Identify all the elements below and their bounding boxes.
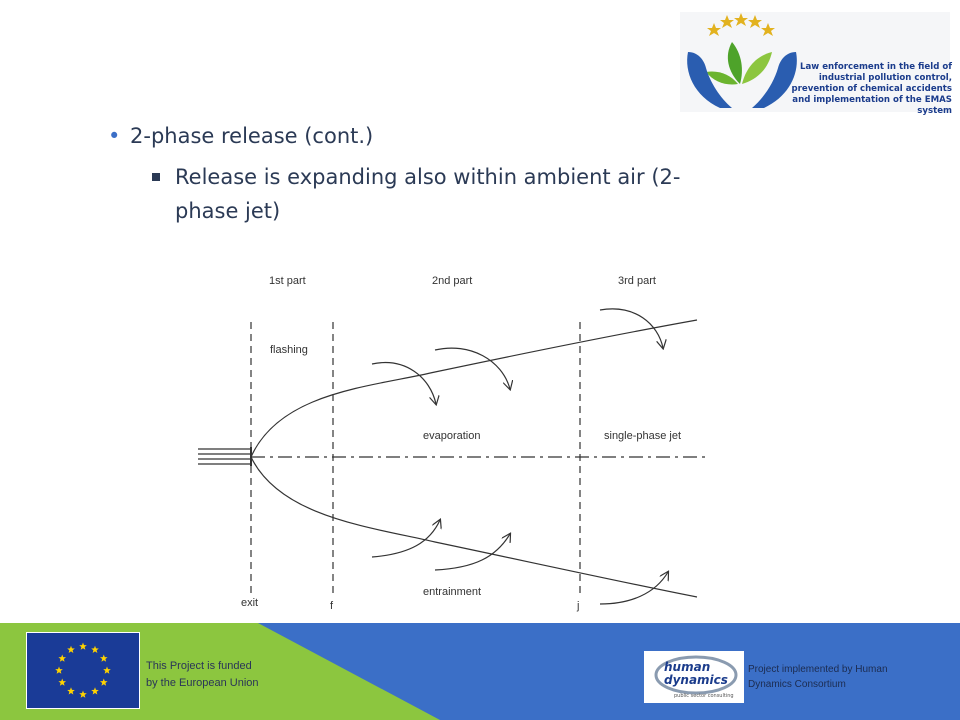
entrainment-arrow-2: [434, 534, 510, 571]
eu-star-icon: [58, 654, 67, 662]
logo-caption-line: industrial pollution control,: [818, 73, 952, 83]
eu-star-icon: [99, 678, 108, 686]
bullet-text: Release is expanding also within ambient…: [175, 165, 681, 189]
evaporation-arrow-2: [434, 347, 510, 389]
two-phase-jet-diagram: 1st part 2nd part 3rd part flashing evap…: [198, 275, 710, 612]
implementation-notice: Project implemented by Human Dynamics Co…: [748, 662, 948, 692]
eu-star-icon: [99, 654, 108, 662]
footer-band: [0, 623, 960, 720]
hands-icon: [687, 52, 797, 108]
bullet-text: 2-phase release (cont.): [130, 124, 374, 148]
bullet-item-level2: Release is expanding also within ambient…: [108, 160, 828, 228]
label-entrainment: entrainment: [423, 586, 481, 598]
label-2nd-part: 2nd part: [432, 275, 472, 287]
eu-flag-icon: [26, 632, 140, 709]
jet-upper-boundary: [250, 319, 698, 458]
funding-notice: This Project is funded by the European U…: [146, 658, 259, 692]
bullet-item-level1: • 2-phase release (cont.): [108, 120, 828, 152]
bullet-dot-icon: •: [108, 124, 121, 148]
bullet-square-icon: [152, 173, 160, 181]
entrainment-arrow-3: [599, 572, 668, 605]
logo-caption-line: and implementation of the EMAS system: [792, 95, 952, 116]
logo-caption-line: prevention of chemical accidents: [791, 84, 953, 94]
bullet-list: • 2-phase release (cont.) Release is exp…: [108, 120, 828, 228]
leaves-icon: [706, 42, 772, 85]
logo-caption-line: Law enforcement in the field of: [800, 62, 952, 72]
label-f: f: [330, 600, 334, 612]
project-logo: [680, 12, 950, 112]
implementation-line: Project implemented by Human: [748, 664, 888, 675]
implementation-line: Dynamics Consortium: [748, 679, 846, 690]
evaporation-arrow-3: [599, 308, 663, 348]
label-3rd-part: 3rd part: [618, 275, 656, 287]
hd-logo-word1: human: [664, 660, 710, 674]
stars-icon: [707, 13, 775, 36]
funding-line: This Project is funded: [146, 660, 252, 672]
funding-line: by the European Union: [146, 677, 259, 689]
hd-logo-word2: dynamics: [664, 673, 728, 687]
label-1st-part: 1st part: [269, 275, 306, 287]
label-exit: exit: [241, 597, 258, 609]
eu-star-icon: [55, 666, 63, 674]
human-dynamics-logo: human dynamics public sector consulting: [644, 651, 744, 703]
bullet-text-continued: phase jet): [175, 199, 281, 223]
nozzle-icon: [198, 447, 252, 466]
evaporation-arrow-1: [371, 362, 436, 404]
label-single-phase-jet: single-phase jet: [604, 430, 681, 442]
eu-star-icon: [79, 642, 87, 650]
label-evaporation: evaporation: [423, 430, 481, 442]
eu-star-icon: [58, 678, 67, 686]
eu-star-icon: [103, 666, 111, 674]
eu-star-icon: [67, 687, 75, 695]
label-j: j: [576, 600, 579, 612]
eu-star-icon: [67, 645, 75, 653]
eu-star-icon: [91, 645, 99, 653]
hd-logo-tagline: public sector consulting: [674, 693, 734, 699]
label-flashing: flashing: [270, 344, 308, 356]
eu-star-icon: [79, 690, 87, 698]
jet-lower-boundary: [250, 456, 698, 598]
eu-star-icon: [91, 687, 99, 695]
entrainment-arrow-1: [371, 520, 440, 558]
logo-caption: Law enforcement in the field of industri…: [762, 62, 953, 117]
